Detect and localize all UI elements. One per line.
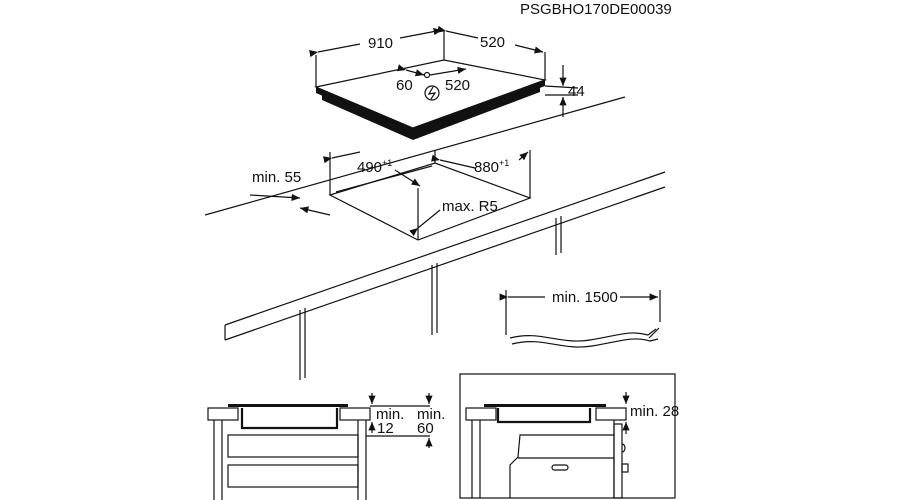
hob-height-label: 44 [568, 83, 585, 100]
corner-radius-label: max. R5 [442, 198, 498, 215]
min-label-b: min. [417, 406, 445, 423]
power-connection-icon [424, 85, 440, 101]
edge-distance-label: min. 55 [252, 169, 301, 186]
cutout-width-label: 880+1 [474, 158, 509, 176]
min-label-a: min. [376, 406, 404, 423]
hob-depth-label: 520 [480, 34, 505, 51]
cutout-depth-label: 490+1 [357, 158, 392, 176]
conn-offset-y-label: 520 [445, 77, 470, 94]
clearance-12-label: 12 [377, 420, 394, 437]
hob-width-label: 910 [368, 35, 393, 52]
cable-drawing [499, 290, 661, 348]
hob-drawing [309, 25, 579, 140]
document-code: PSGBHO170DE00039 [520, 1, 672, 18]
conn-offset-x-label: 60 [396, 77, 413, 94]
worktop-drawing [204, 96, 666, 380]
side-view-oven [459, 373, 676, 499]
cable-length-label: min. 1500 [552, 289, 618, 306]
side-view-drawers [207, 393, 433, 500]
oven-clearance-label: min. 28 [630, 403, 679, 420]
clearance-60-label: 60 [417, 420, 434, 437]
